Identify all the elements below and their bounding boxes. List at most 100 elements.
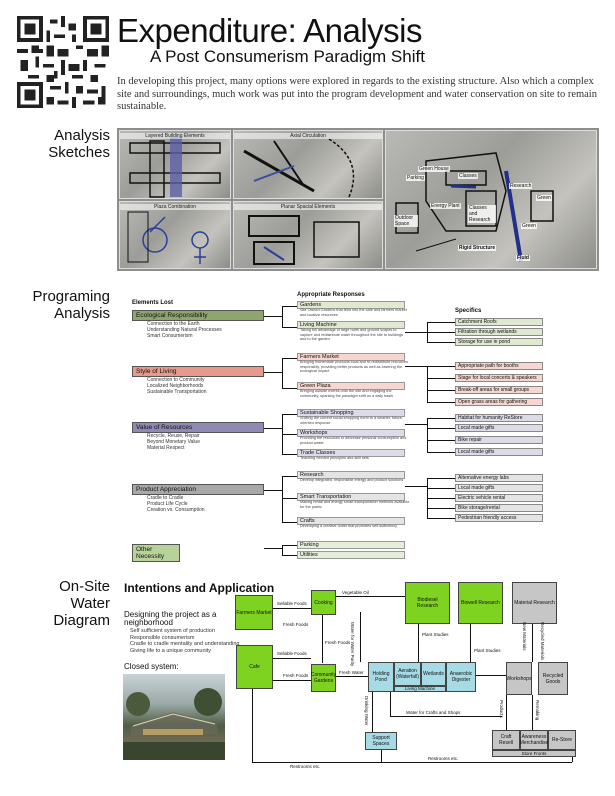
sketch-drawing: [127, 211, 209, 264]
specific-item: Open grass areas for gathering: [455, 398, 543, 406]
flow-label: Recycled Materials: [540, 622, 545, 661]
flow-label: Vegetable Oil: [342, 590, 369, 595]
node-aeration: Aeration (Waterfall): [394, 662, 421, 686]
node-awareness-merchandise: Awareness Merchandise: [520, 730, 548, 750]
intro-paragraph: In developing this project, many options…: [117, 76, 597, 112]
closed-system-photo: [123, 674, 225, 760]
specific-item: Appropriate path for booths: [455, 362, 543, 370]
node-biodiesel-research: Biodiesel Research: [405, 582, 450, 624]
sketch-drawing: [243, 138, 355, 198]
response-desc: Develop integrated, responsible energy a…: [300, 478, 404, 482]
response-trade-classes: Trade Classes: [297, 449, 405, 457]
site-label: Green: [521, 223, 537, 229]
section-heading-water: On-Site Water Diagram: [53, 578, 110, 629]
flow-label: Fresh Foods: [283, 622, 309, 627]
specific-item: Local made gifts: [455, 448, 543, 456]
flow-label: Restrooms etc.: [290, 764, 321, 769]
response-workshops: Workshops: [297, 429, 405, 437]
flow-label: Plant Studies: [422, 632, 449, 637]
site-label: Outdoor Space: [394, 215, 418, 227]
lost-other-necessity: Other Necessity: [132, 544, 180, 562]
lost-value-of-resources: Value of Resources: [132, 422, 264, 433]
flow-label: Remaking: [535, 700, 540, 721]
response-desc: Providing the resources to decrease pers…: [300, 436, 407, 445]
header-specifics: Specifics: [455, 308, 482, 314]
page-subtitle: A Post Consumerism Paradigm Shift: [150, 47, 425, 66]
response-gardens: Gardens: [297, 301, 405, 309]
specific-item: Local made gifts: [455, 424, 543, 432]
page-title: Expenditure: Analysis: [117, 12, 423, 49]
site-label: Green: [536, 195, 552, 201]
node-support-spaces: Support Spaces: [365, 732, 397, 750]
sketch-drawing: [248, 215, 360, 265]
response-living-machine: Living Machine: [297, 321, 405, 329]
analysis-sketches: Layered Building Elements Axial Circulat…: [117, 128, 599, 271]
flow-label: Fresh Foods: [325, 640, 351, 645]
lost-ecological: Ecological Responsibility: [132, 310, 264, 321]
node-wetlands: Wetlands: [421, 662, 446, 686]
node-recycled-goods: Recycled Goods: [538, 662, 568, 695]
site-label: Energy Plant: [430, 203, 461, 209]
flow-label: Restrooms etc.: [428, 756, 459, 761]
flow-label: Plant Studies: [474, 648, 501, 653]
specific-item: Bike repair: [455, 436, 543, 444]
specific-item: Habitat for humanity ReStore: [455, 414, 543, 422]
specific-item: Break-off areas for small groups: [455, 386, 543, 394]
specific-item: Pedestrian friendly access: [455, 514, 543, 522]
list-item: Giving life to a unique community: [130, 647, 212, 654]
header-elements-lost: Elements Lost: [132, 300, 174, 306]
programing-analysis: Elements Lost Appropriate Responses Spec…: [117, 286, 607, 562]
response-desc: Teaching needed principles and skill set…: [300, 456, 369, 460]
response-desc: Bringing homemade products local and re-…: [300, 360, 409, 374]
node-re-store: Re-Store: [548, 730, 576, 750]
response-desc: Shifting the current social shopping nor…: [300, 416, 403, 425]
site-label: Classes: [458, 173, 478, 179]
flow-label: Fresh Foods: [283, 673, 309, 678]
site-plan-sketch: Parking Green House Classes Research Gre…: [385, 130, 597, 269]
sketch-layered-building: Layered Building Elements: [119, 130, 231, 199]
flow-label: Water for Water Purity: [350, 622, 355, 667]
flow-label: Sellable Foods: [277, 601, 307, 606]
response-crafts: Crafts: [297, 517, 405, 525]
specific-item: Electric vehicle rental: [455, 494, 543, 502]
section-heading-analysis: Analysis Sketches: [48, 127, 110, 161]
node-living-machine: Living Machine: [394, 686, 446, 692]
site-label: Classes and Research: [468, 205, 496, 223]
response-parking: Parking: [297, 541, 405, 549]
response-research: Research: [297, 471, 405, 479]
response-desc: Taking full advantage of large roofs and…: [300, 328, 404, 342]
sketch-caption: Layered Building Elements: [120, 133, 230, 139]
node-holding-pond: Holding Pond: [368, 662, 394, 692]
flow-label: Fresh Water: [339, 670, 364, 675]
response-desc: Site Owned Gardens that feed into the ca…: [300, 308, 407, 317]
flow-label: Water for Crafts and Shops: [406, 710, 461, 715]
site-label: Fluid: [516, 255, 530, 261]
response-green-plaza: Green Plaza: [297, 382, 405, 390]
list-item: Cradle to cradle mentality and understan…: [130, 641, 240, 647]
node-store-fronts: Store Fronts: [492, 750, 576, 757]
specific-item: Storage for use in pond: [455, 338, 543, 346]
qr-code: [17, 16, 109, 108]
list-item: Self sufficient system of production: [130, 628, 215, 634]
sketch-planar-spacial: Planar Spacial Elements: [233, 201, 383, 269]
site-label: Rigid Structure: [458, 245, 497, 251]
response-smart-transportation: Smart Transportation: [297, 493, 405, 501]
specific-item: Alternative energy labs: [455, 474, 543, 482]
header-responses: Appropriate Responses: [297, 292, 365, 298]
node-community-gardens: Community Gardens: [311, 664, 336, 692]
site-label: Parking: [406, 175, 425, 181]
sketch-caption: Axial Circulation: [234, 133, 382, 139]
intentions-title: Intentions and Application: [124, 581, 275, 595]
response-sustainable-shopping: Sustainable Shopping: [297, 409, 405, 417]
flow-label: New Materials: [522, 622, 527, 651]
flow-label: Sellable Foods: [277, 651, 307, 656]
node-biowell-research: Biowell Research: [458, 582, 503, 624]
response-utilities: Utilities: [297, 551, 405, 559]
node-craft-resell: Craft Resell: [492, 730, 520, 750]
node-cafe: Cafe: [236, 645, 273, 689]
lost-style-of-living: Style of Living: [132, 366, 264, 377]
node-anaerobic-digester: Anaerobic Digester: [446, 662, 476, 692]
